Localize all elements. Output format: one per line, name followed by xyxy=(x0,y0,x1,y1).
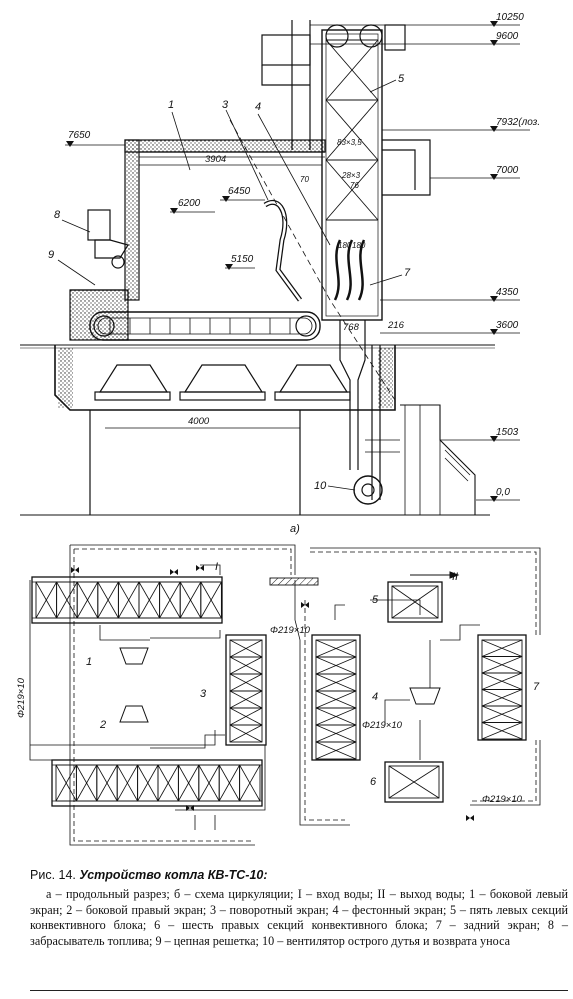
pipe-label-left: Φ219×10 xyxy=(16,677,27,718)
callout-5: 5 xyxy=(398,73,405,85)
pipe-labels: Φ219×10 Φ219×10 Φ219×10 Φ219×10 xyxy=(16,625,523,805)
scheme-label-3: 3 xyxy=(200,688,207,700)
caption-body: а – продольный разрез; б – схема циркуля… xyxy=(30,887,568,948)
scheme-cell xyxy=(315,707,357,726)
scheme-cell xyxy=(138,581,161,619)
scheme-cell xyxy=(315,656,357,675)
callout-1: 1 xyxy=(168,99,174,111)
scheme-cell xyxy=(229,639,263,658)
scheme-cell xyxy=(315,673,357,692)
dim-768: 768 xyxy=(343,322,360,333)
scheme-cell xyxy=(117,581,140,619)
dim-3904: 3904 xyxy=(205,154,226,165)
scheme-cell xyxy=(177,764,200,802)
scheme-cell xyxy=(229,707,263,726)
dim-28: 28×3 xyxy=(341,171,361,180)
boiler-figure: 10250 9600 7932(лоз. 7000 4350 3600 1503… xyxy=(16,12,541,846)
scheme-cell xyxy=(157,764,179,802)
scheme-cell xyxy=(116,764,139,802)
elev-10250: 10250 xyxy=(496,12,524,23)
scheme-cell xyxy=(229,724,263,743)
flow-label-II: II xyxy=(452,571,458,583)
scheme-label-4: 4 xyxy=(372,691,378,703)
callout-3: 3 xyxy=(222,99,229,111)
elev-3600: 3600 xyxy=(496,320,519,331)
scheme-cell xyxy=(198,764,220,802)
dim-180b: 180 xyxy=(352,241,366,250)
scheme-cell xyxy=(96,764,118,802)
scheme-cell xyxy=(315,639,357,658)
caption-fig-label: Рис. 14. xyxy=(30,868,76,882)
elev-6450: 6450 xyxy=(228,186,251,197)
scheme-cell xyxy=(315,741,357,760)
scheme-label-5: 5 xyxy=(372,594,379,606)
elevation-labels: 10250 9600 7932(лоз. 7000 4350 3600 1503… xyxy=(68,12,540,498)
callout-10: 10 xyxy=(314,480,327,492)
scheme-label-2: 2 xyxy=(99,719,106,731)
scheme-cell xyxy=(388,765,440,799)
scheme-cell xyxy=(481,639,523,657)
scheme-label-6: 6 xyxy=(370,776,377,788)
elev-7932: 7932(лоз. xyxy=(496,117,540,128)
dim-216: 216 xyxy=(387,320,405,331)
callout-9: 9 xyxy=(48,249,54,261)
scheme-label-1: 1 xyxy=(86,656,92,668)
scheme-labels: 1 2 3 4 5 6 7 I II xyxy=(86,561,540,788)
caption-fig-title: Устройство котла КВ-ТС-10: xyxy=(79,868,268,882)
scheme-cell xyxy=(481,656,523,674)
pipe-label-center: Φ219×10 xyxy=(270,625,311,636)
elev-9600: 9600 xyxy=(496,31,519,42)
scheme-cell xyxy=(35,581,58,619)
dim-83: 83×3,5 xyxy=(337,138,362,147)
scheme-cell xyxy=(218,764,241,802)
scheme-cell xyxy=(481,722,523,740)
callout-8: 8 xyxy=(54,209,61,221)
dimension-labels: 3904 4000 216 768 180 180 70 83×3,5 28×3… xyxy=(188,138,405,427)
scheme-cell xyxy=(97,581,119,619)
scheme-section-cells xyxy=(35,581,523,802)
pipe-label-right: Φ219×10 xyxy=(482,794,523,805)
scheme-cell xyxy=(137,764,159,802)
caption-title: Рис. 14. Устройство котла КВ-ТС-10: xyxy=(30,868,568,883)
callout-4: 4 xyxy=(255,101,261,113)
scheme-cell xyxy=(229,673,263,692)
dim-70: 70 xyxy=(300,175,309,184)
pipe-label-mid: Φ219×10 xyxy=(362,720,403,731)
sub-a-label: а) xyxy=(290,523,300,535)
elev-0: 0,0 xyxy=(496,487,510,498)
scheme-cell xyxy=(200,581,222,619)
dim-180a: 180 xyxy=(338,241,352,250)
scheme-cell xyxy=(229,690,263,709)
scheme-cell xyxy=(75,764,98,802)
scheme-cell xyxy=(391,585,439,619)
scheme-cell xyxy=(239,764,261,802)
section-a-callouts: 1 3 4 5 7 8 9 10 xyxy=(48,73,411,492)
scheme-cell xyxy=(481,672,523,690)
callout-7: 7 xyxy=(404,267,411,279)
scheme-cell xyxy=(481,705,523,723)
figure-caption: Рис. 14. Устройство котла КВ-ТС-10: а – … xyxy=(30,868,568,949)
elev-1503: 1503 xyxy=(496,427,519,438)
section-a xyxy=(20,20,530,516)
scheme-cell xyxy=(229,656,263,675)
scheme-cell xyxy=(159,581,181,619)
scheme-cell xyxy=(76,581,99,619)
elev-6200: 6200 xyxy=(178,198,201,209)
elevation-markers xyxy=(66,21,498,502)
bottom-rule xyxy=(30,990,568,991)
elev-7000: 7000 xyxy=(496,165,519,176)
dim-4000: 4000 xyxy=(188,416,210,427)
section-b xyxy=(29,544,541,846)
elev-7650: 7650 xyxy=(68,130,91,141)
dim-76: 76 xyxy=(350,181,359,190)
scheme-cell xyxy=(315,724,357,743)
scheme-cell xyxy=(315,690,357,709)
scheme-cell xyxy=(179,581,202,619)
scheme-cell xyxy=(55,764,77,802)
flow-label-I: I xyxy=(215,561,218,573)
scheme-label-7: 7 xyxy=(533,681,540,693)
elev-4350: 4350 xyxy=(496,287,519,298)
scheme-cell xyxy=(481,689,523,707)
elev-5150: 5150 xyxy=(231,254,254,265)
